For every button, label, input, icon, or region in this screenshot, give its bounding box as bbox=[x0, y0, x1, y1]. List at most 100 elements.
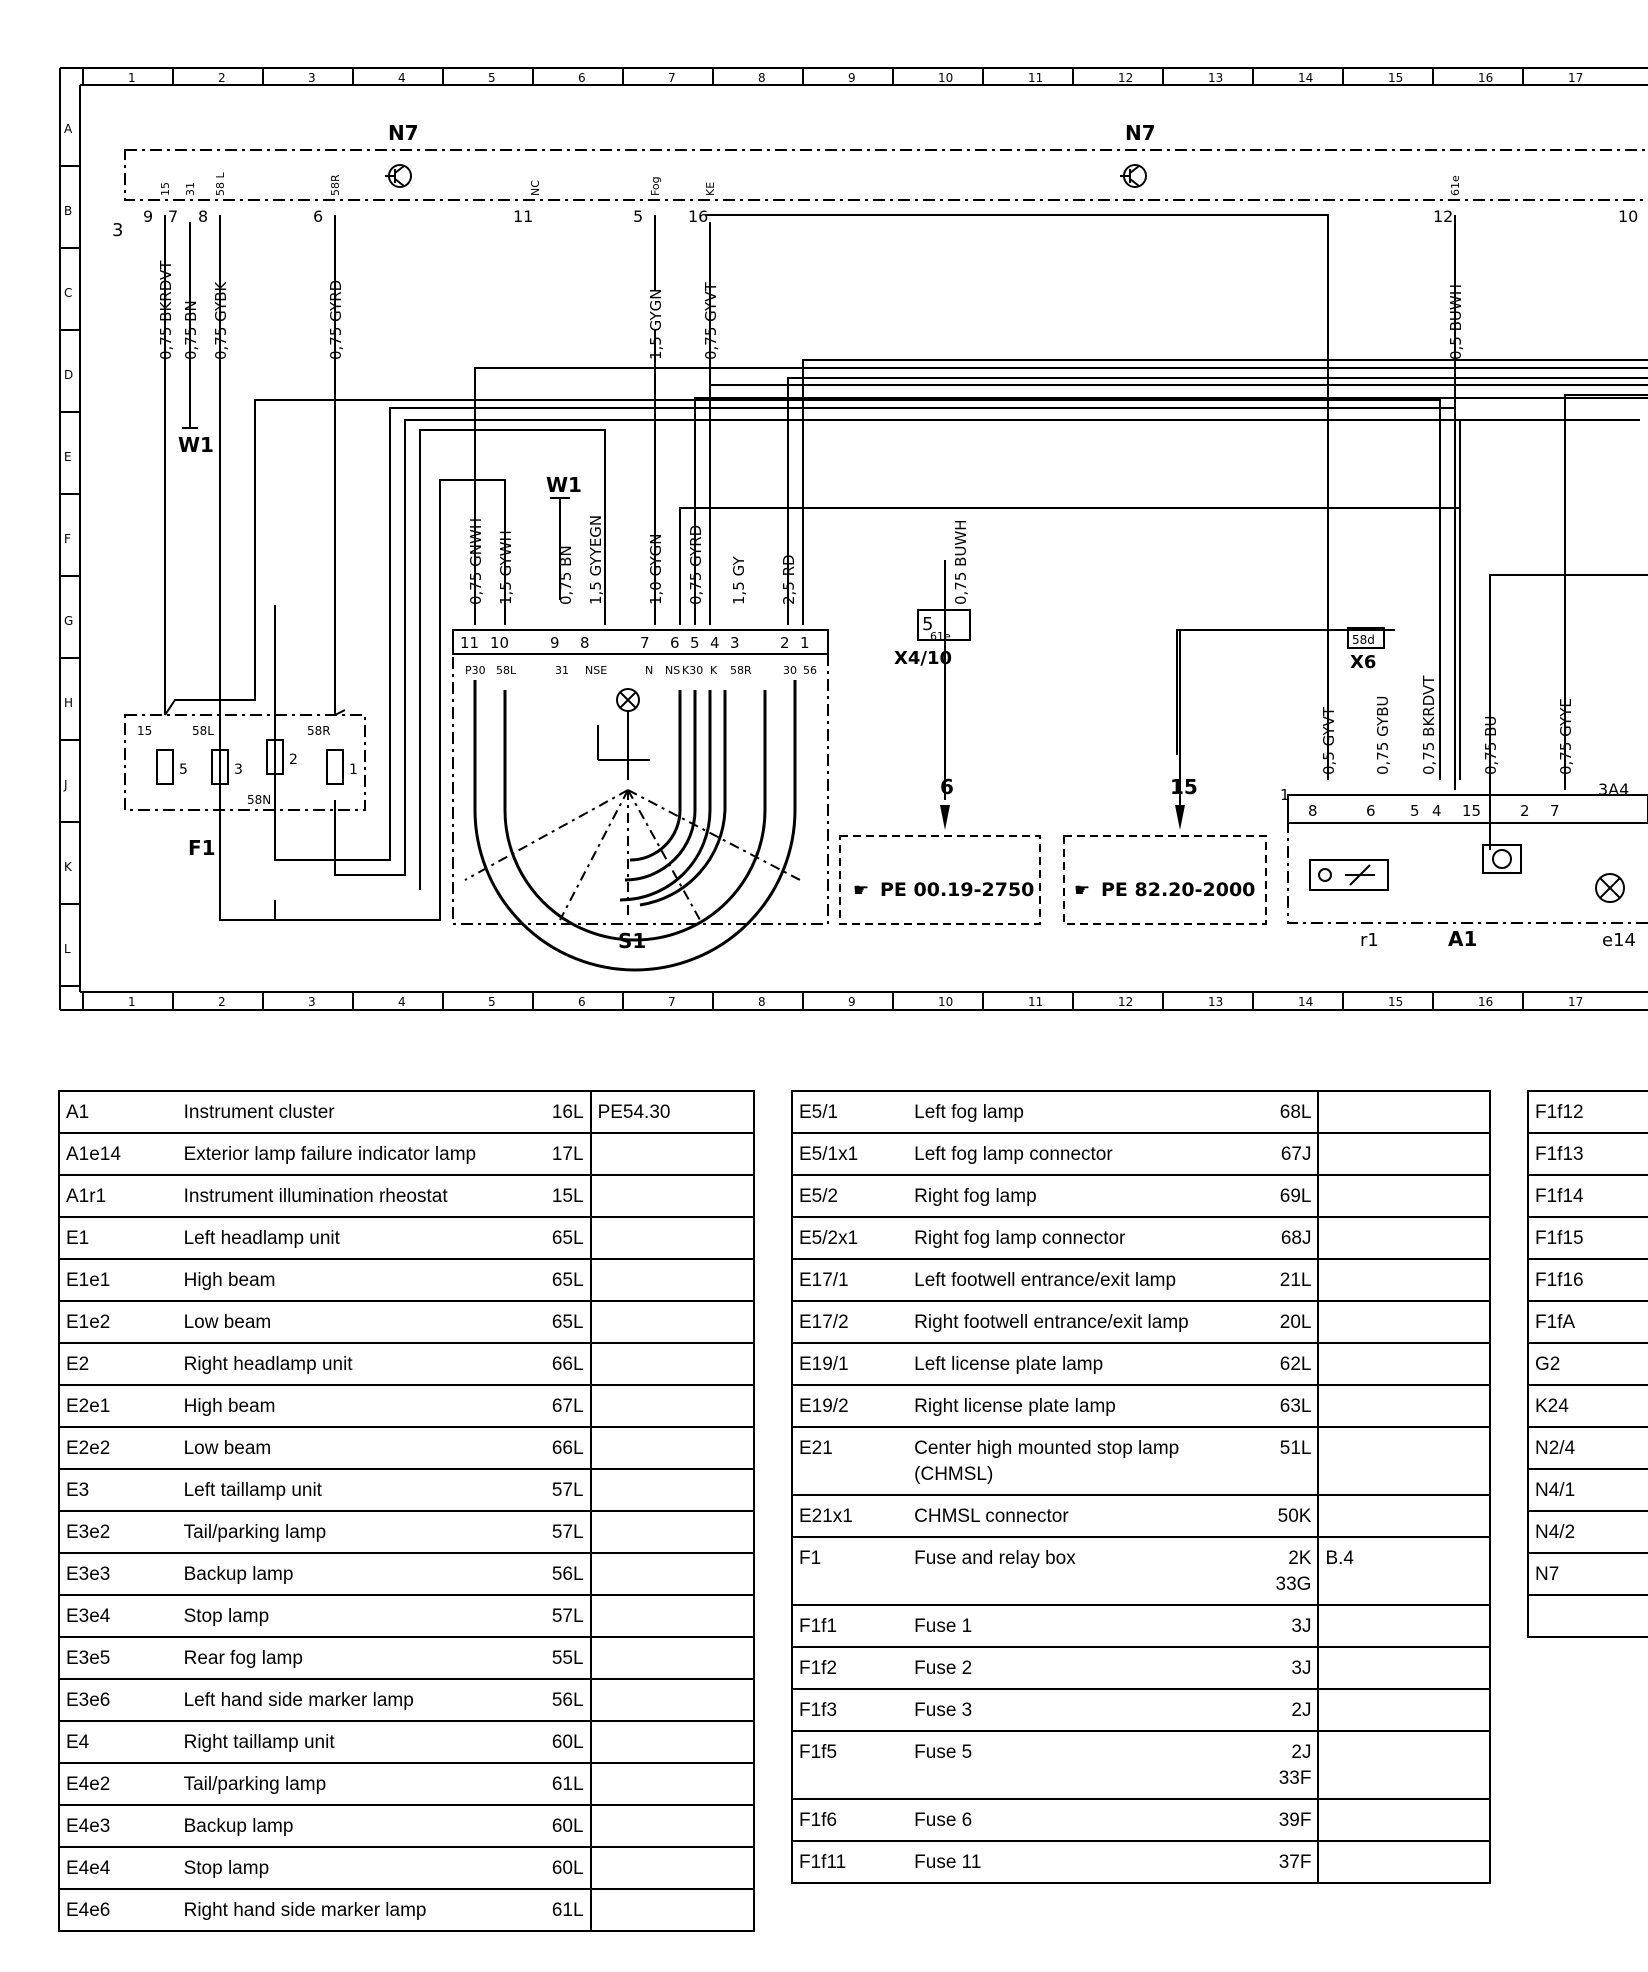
s1-switch-arcs bbox=[473, 680, 797, 972]
table-cell-ref bbox=[589, 1888, 756, 1932]
s1-wire-label: 1,5 GYWH bbox=[497, 530, 515, 605]
n7-pin-number: 10 bbox=[1618, 207, 1638, 226]
x6-connector bbox=[1347, 627, 1385, 649]
ground-w1-left bbox=[182, 290, 198, 429]
table-cell-code: E5/1 bbox=[790, 1090, 909, 1134]
table-cell-ref bbox=[589, 1594, 756, 1638]
table-cell-ref bbox=[589, 1342, 756, 1386]
grid-col-label: 4 bbox=[398, 71, 406, 85]
x6-arrow bbox=[1175, 805, 1185, 830]
table-cell-code: E3e3 bbox=[58, 1552, 178, 1596]
table-cell-desc: Low beam bbox=[177, 1300, 534, 1344]
grid-col-label: 15 bbox=[1388, 71, 1403, 85]
hand-pointer-icon: ☛ bbox=[1074, 880, 1090, 901]
table-cell-loc: 3J bbox=[1255, 1604, 1320, 1648]
grid-row-label: K bbox=[64, 860, 73, 874]
x4-10-wire: 0,75 BUWH bbox=[952, 519, 970, 605]
table-cell-code: E4e3 bbox=[58, 1804, 178, 1848]
a1-pin-number: 2 bbox=[1520, 802, 1530, 820]
table-cell-ref bbox=[589, 1762, 756, 1806]
table-cell-desc: Instrument cluster bbox=[177, 1090, 534, 1134]
table-cell-ref bbox=[589, 1258, 756, 1302]
grid-col-label: 1 bbox=[128, 71, 136, 85]
table-cell-code: G2 bbox=[1527, 1342, 1648, 1386]
table-cell-code: E1e1 bbox=[58, 1258, 178, 1302]
table-cell-code: F1f2 bbox=[790, 1646, 909, 1690]
grid-row-label: E bbox=[64, 450, 72, 464]
table-cell-desc: Backup lamp bbox=[177, 1804, 534, 1848]
table-cell-code: E3 bbox=[58, 1468, 178, 1512]
n7-pin-number: 11 bbox=[513, 207, 533, 226]
n7-pin-number: 5 bbox=[633, 207, 643, 226]
fuse-icon bbox=[326, 749, 344, 785]
table-cell-desc: Fuse 5 bbox=[908, 1730, 1256, 1800]
ground-label-3: 3 bbox=[112, 220, 123, 241]
transistor-icon bbox=[1482, 844, 1522, 874]
table-cell-loc: 65L bbox=[533, 1216, 592, 1260]
fuse-terminal: 58L bbox=[192, 724, 214, 738]
n7-pin-number: 12 bbox=[1433, 207, 1453, 226]
table-cell-loc: 61L bbox=[533, 1762, 592, 1806]
table-row: G2 bbox=[1527, 1342, 1648, 1386]
fuse-terminal: 58R bbox=[307, 724, 331, 738]
fuse-icon bbox=[156, 749, 174, 785]
grid-col-label: 16 bbox=[1478, 71, 1493, 85]
grid-col-label: 7 bbox=[668, 995, 676, 1009]
grid-col-label: 16 bbox=[1478, 995, 1493, 1009]
a1-pin-number: 4 bbox=[1432, 802, 1442, 820]
table-cell-desc: Stop lamp bbox=[177, 1594, 534, 1638]
fuse-icon bbox=[266, 739, 284, 775]
rheostat-symbol bbox=[1318, 864, 1375, 886]
table-cell-loc: 68J bbox=[1255, 1216, 1320, 1260]
table-cell-loc: 15L bbox=[533, 1174, 592, 1218]
s1-wire-label: 1,0 GYGN bbox=[647, 533, 665, 605]
a1-wire-label: 0,75 GYYE bbox=[1557, 698, 1575, 775]
a1-cluster-box bbox=[1287, 822, 1648, 924]
grid-col-label: 9 bbox=[848, 995, 856, 1009]
grid-col-label: 3 bbox=[308, 995, 316, 1009]
table-cell-ref bbox=[589, 1300, 756, 1344]
s1-pin-number: 3 bbox=[730, 634, 740, 652]
table-cell-ref bbox=[589, 1552, 756, 1596]
table-cell-code: E1 bbox=[58, 1216, 178, 1260]
grid-col-label: 6 bbox=[578, 71, 586, 85]
grid-col-label: 10 bbox=[938, 71, 953, 85]
table-cell-ref bbox=[589, 1426, 756, 1470]
s1-terminal-label: 31 bbox=[555, 664, 569, 677]
f1-label: F1 bbox=[188, 836, 216, 860]
table-cell-code: F1f5 bbox=[790, 1730, 909, 1800]
s1-pin-number: 11 bbox=[460, 634, 479, 652]
s1-terminal-label: NSE bbox=[585, 664, 607, 677]
n7-pin-signal: 15 bbox=[159, 182, 172, 196]
table-cell-loc: 50K bbox=[1255, 1494, 1320, 1538]
table-cell-ref bbox=[1317, 1840, 1491, 1884]
location-primary: 2J bbox=[1291, 1742, 1312, 1763]
s1-terminal-label: 58L bbox=[496, 664, 517, 677]
grid-col-label: 3 bbox=[308, 71, 316, 85]
table-row: N4/1 bbox=[1527, 1468, 1648, 1512]
table-cell-loc: 3J bbox=[1255, 1646, 1320, 1690]
n7-pin-signal: NC bbox=[529, 180, 542, 196]
table-cell-code: N4/1 bbox=[1527, 1468, 1648, 1512]
table-cell-ref bbox=[589, 1384, 756, 1428]
x4-10-pin: 5 bbox=[922, 614, 933, 635]
grid-col-label: 5 bbox=[488, 995, 496, 1009]
table-cell-loc: 62L bbox=[1255, 1342, 1320, 1386]
table-row: K24 bbox=[1527, 1384, 1648, 1428]
table-cell-desc: Left license plate lamp bbox=[908, 1342, 1256, 1386]
table-cell-desc: Fuse 6 bbox=[908, 1798, 1256, 1842]
grid-row-label: C bbox=[64, 286, 72, 300]
table-cell-loc: 65L bbox=[533, 1258, 592, 1302]
